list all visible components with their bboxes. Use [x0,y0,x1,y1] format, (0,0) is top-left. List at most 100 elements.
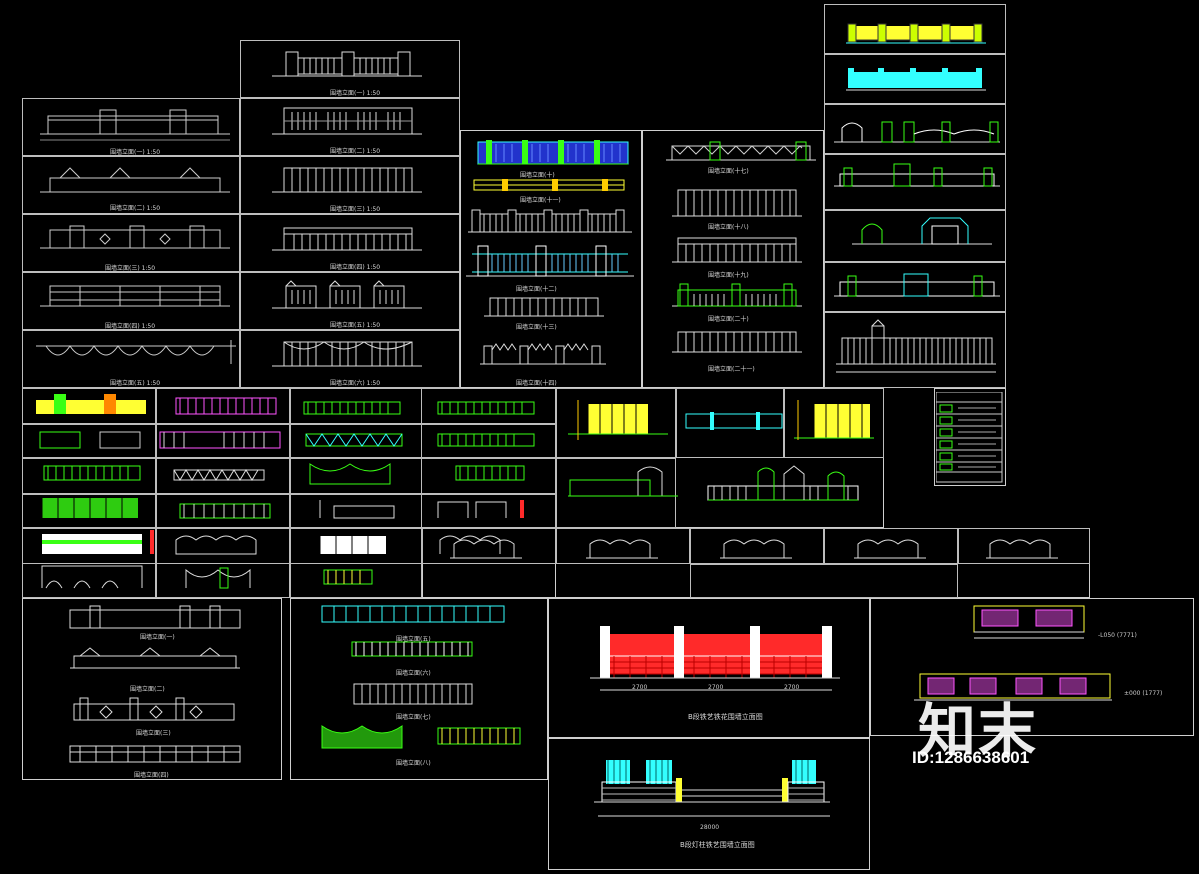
caption-4b: 围墙立面(十八) [708,224,749,231]
fence-drawing-3f [480,336,606,370]
cell-2a [240,40,460,98]
dim-2: 2700 [708,684,724,691]
details-cell-1 [556,388,676,458]
caption-lower2-d: 围墙立面(八) [396,760,431,767]
small-row-c3 [690,528,824,564]
cell-5e [824,210,1006,262]
fence-drawing-3b [472,178,632,194]
caption-3e: 围墙立面(十三) [516,324,557,331]
fence-drawing-4d [672,280,802,310]
fence-drawing-3a [472,138,632,170]
fence-drawing-4a [666,138,816,164]
cell-5b [824,54,1006,104]
sheet-lower-2 [290,598,548,780]
fence-drawing-1d [40,278,230,312]
caption-lower1-a: 围墙立面(一) [140,634,175,641]
small-row-c4 [824,528,958,564]
fence-drawing-4b [672,186,802,220]
spec-table-rows [936,392,1004,484]
cell-2b [240,98,460,156]
small-row-c2 [556,528,690,564]
cell-2c [240,156,460,214]
elevation-mark-1: -L050 (7771) [1098,632,1137,639]
details-drawings [558,390,884,528]
watermark-logo: 知末 [918,697,1039,765]
sheet-panel-detail [870,598,1194,736]
red-fence-drawing [590,618,840,698]
details-cell-2 [676,388,784,458]
fence-drawing-2b [272,104,422,138]
caption-lower2-c: 围墙立面(七) [396,714,431,721]
sheet-elevations-3 [460,130,642,388]
caption-2c: 围墙立面(三) 1:50 [330,206,381,213]
fence-drawing-2c [272,162,422,196]
small-row-c1 [422,528,556,564]
caption-4c: 围墙立面(十九) [708,272,749,279]
fence-drawing-5a [846,22,986,46]
fence-drawing-3c [468,204,632,234]
fence-drawing-5e [852,214,992,248]
fence-drawing-5d [834,162,1000,192]
caption-4e: 围墙立面(二十一) [708,366,755,373]
dim-total: 28000 [700,824,720,831]
fence-drawing-2e [272,278,422,312]
fence-drawing-5c [834,114,1000,148]
fence-drawing-4c [672,234,802,266]
caption-lower1-c: 围墙立面(三) [136,730,171,737]
cell-5c [824,104,1006,154]
small-row-c6 [690,564,958,598]
cell-5f [824,262,1006,312]
small-row-c5 [958,528,1090,564]
cell-2f [240,330,460,388]
cell-1c [22,214,240,272]
caption-1a: 围墙立面(一) 1:50 [110,149,161,156]
cell-5a [824,4,1006,54]
grid-drawings [24,390,554,596]
cell-1a [22,98,240,156]
caption-2a: 围墙立面(一) 1:50 [330,90,381,97]
gate-fence-drawing [584,752,834,832]
cell-1d [22,272,240,330]
fence-drawing-1b [40,164,230,198]
details-cell-4 [556,458,676,528]
sheet-gate-fence [548,738,870,870]
caption-2d: 围墙立面(四) 1:50 [330,264,381,271]
caption-2f: 围墙立面(六) 1:50 [330,380,381,387]
fence-drawing-5g [836,318,1002,378]
watermark-id: ID:1286638601 [912,748,1030,767]
dim-1: 2700 [632,684,648,691]
sheet-red-fence [548,598,870,738]
caption-3b: 围墙立面(十一) [520,197,561,204]
fence-drawing-3e [484,292,604,320]
lower1-drawings [60,604,260,776]
fence-drawing-4e [672,326,802,356]
fence-drawing-3d [466,242,634,282]
caption-lower2-b: 围墙立面(六) [396,670,431,677]
panel-detail-drawing [912,604,1112,704]
cell-5g [824,312,1006,388]
lower2-drawings [318,602,528,752]
caption-4d: 围墙立面(二十) [708,316,749,323]
cell-1e [22,330,240,388]
caption-lower2-a: 围墙立面(五) [396,636,431,643]
caption-2b: 围墙立面(二) 1:50 [330,148,381,155]
caption-2e: 围墙立面(五) 1:50 [330,322,381,329]
fence-drawing-5f [834,270,1000,300]
caption-lower1-b: 围墙立面(二) [130,686,165,693]
caption-3a: 围墙立面(十) [520,172,555,179]
caption-3f: 围墙立面(十四) [516,380,557,387]
caption-1c: 围墙立面(三) 1:50 [105,265,156,272]
caption-1d: 围墙立面(四) 1:50 [105,323,156,330]
fence-drawing-1e [36,340,236,370]
cell-2d [240,214,460,272]
elevation-mark-2: ±000 (1777) [1124,690,1163,697]
fence-drawing-5b [846,66,986,92]
cell-1b [22,156,240,214]
sheet-elevations-4 [642,130,824,388]
caption-1e: 围墙立面(五) 1:50 [110,380,161,387]
sheet-lower-1 [22,598,282,780]
caption-3d: 围墙立面(十二) [516,286,557,293]
small-row-drawings [424,530,1090,564]
caption-lower1-d: 围墙立面(四) [134,772,169,779]
cell-5d [824,154,1006,210]
